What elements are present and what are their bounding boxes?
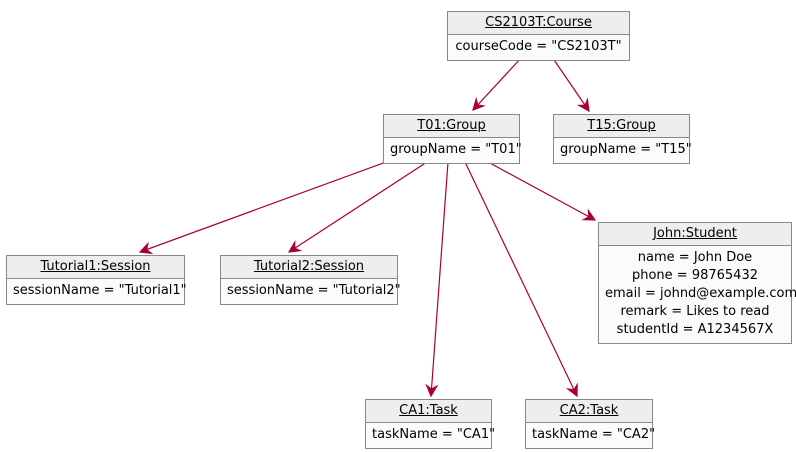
attribute-line: sessionName = "Tutorial2" bbox=[227, 283, 401, 298]
object-body-t01-group: groupName = "T01" bbox=[384, 138, 522, 163]
attribute-line: taskName = "CA1" bbox=[372, 427, 496, 442]
arrow-t01-to-john bbox=[487, 161, 597, 221]
arrow-t01-to-ca1 bbox=[425, 161, 449, 398]
object-body-tutorial2-session: sessionName = "Tutorial2" bbox=[221, 279, 401, 304]
object-box-course: CS2103T:Course courseCode = "CS2103T" bbox=[447, 11, 630, 61]
object-body-ca2-task: taskName = "CA2" bbox=[526, 423, 656, 448]
object-body-john-student: name = John Doe phone = 98765432 email =… bbox=[599, 246, 796, 343]
object-box-t15-group: T15:Group groupName = "T15" bbox=[553, 114, 692, 164]
attribute-line: sessionName = "Tutorial1" bbox=[13, 283, 187, 298]
arrow-course-to-t01 bbox=[472, 56, 523, 111]
object-box-ca1-task: CA1:Task taskName = "CA1" bbox=[365, 399, 496, 449]
object-title-t15-group: T15:Group bbox=[554, 115, 689, 138]
arrow-course-to-t15 bbox=[551, 56, 590, 113]
object-box-john-student: John:Student name = John Doe phone = 987… bbox=[598, 222, 796, 344]
object-title-tutorial2-session: Tutorial2:Session bbox=[221, 256, 397, 279]
attribute-line: remark = Likes to read bbox=[620, 304, 770, 319]
attribute-line: taskName = "CA2" bbox=[532, 427, 656, 442]
object-body-tutorial1-session: sessionName = "Tutorial1" bbox=[7, 279, 187, 304]
object-box-ca2-task: CA2:Task taskName = "CA2" bbox=[525, 399, 656, 449]
object-box-tutorial2-session: Tutorial2:Session sessionName = "Tutoria… bbox=[220, 255, 401, 305]
object-body-t15-group: groupName = "T15" bbox=[554, 138, 692, 163]
attribute-line: groupName = "T01" bbox=[390, 142, 522, 157]
attribute-line: email = johnd@example.com bbox=[605, 286, 796, 301]
attribute-line: phone = 98765432 bbox=[631, 268, 758, 283]
object-title-tutorial1-session: Tutorial1:Session bbox=[7, 256, 184, 279]
object-box-t01-group: T01:Group groupName = "T01" bbox=[383, 114, 522, 164]
arrow-t01-to-tutorial2 bbox=[287, 161, 428, 253]
object-body-ca1-task: taskName = "CA1" bbox=[366, 423, 496, 448]
attribute-line: name = John Doe bbox=[637, 250, 753, 265]
object-title-john-student: John:Student bbox=[599, 223, 791, 246]
object-body-course: courseCode = "CS2103T" bbox=[448, 35, 629, 60]
object-title-ca1-task: CA1:Task bbox=[366, 400, 491, 423]
attribute-line: courseCode = "CS2103T" bbox=[455, 39, 622, 54]
object-box-tutorial1-session: Tutorial1:Session sessionName = "Tutoria… bbox=[6, 255, 187, 305]
arrow-t01-to-ca2 bbox=[464, 161, 578, 398]
attribute-line: groupName = "T15" bbox=[560, 142, 692, 157]
arrow-t01-to-tutorial1 bbox=[138, 161, 387, 255]
attribute-line: studentId = A1234567X bbox=[616, 322, 774, 337]
object-title-ca2-task: CA2:Task bbox=[526, 400, 652, 423]
object-title-t01-group: T01:Group bbox=[384, 115, 519, 138]
object-title-course: CS2103T:Course bbox=[448, 12, 629, 35]
